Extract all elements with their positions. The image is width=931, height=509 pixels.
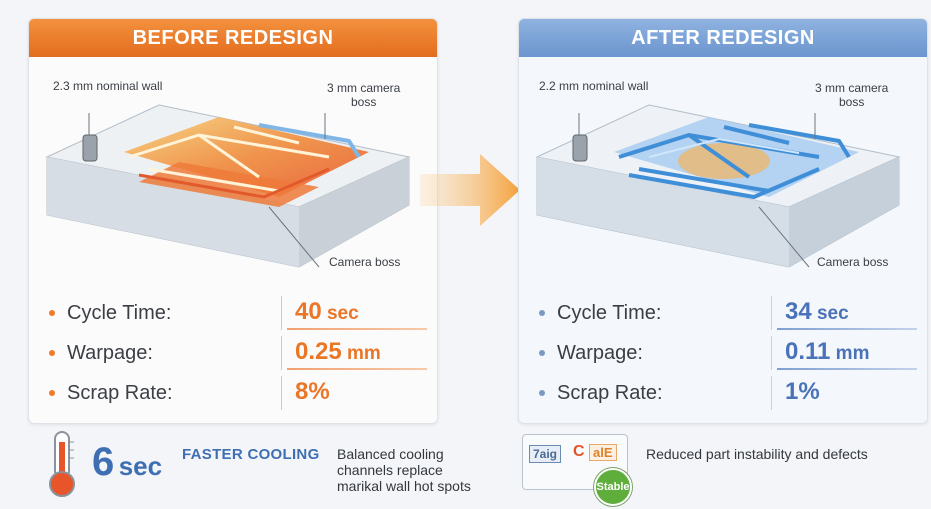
badge-right-text: alE bbox=[589, 444, 617, 461]
metric-value: 0.11 mm bbox=[785, 338, 870, 365]
bullet-icon bbox=[49, 350, 55, 356]
before-metric-cycle-time: Cycle Time: 40 sec bbox=[29, 294, 437, 334]
stability-description: Reduced part instability and defects bbox=[646, 446, 868, 462]
badge-mid-text: C bbox=[573, 443, 585, 460]
after-mold-illustration bbox=[535, 104, 901, 268]
after-wall-callout: 2.2 mm nominal wall bbox=[539, 79, 649, 93]
thermometer-icon bbox=[49, 431, 75, 497]
after-metric-scrap-rate: Scrap Rate: 1% bbox=[519, 374, 927, 414]
after-metric-warpage: Warpage: 0.11 mm bbox=[519, 334, 927, 374]
after-camera-boss-label: Camera boss bbox=[817, 255, 889, 269]
before-title: BEFORE REDESIGN bbox=[29, 19, 437, 57]
after-metric-cycle-time: Cycle Time: 34 sec bbox=[519, 294, 927, 334]
metric-label: Warpage: bbox=[67, 342, 153, 364]
bullet-icon bbox=[49, 310, 55, 316]
before-panel: BEFORE REDESIGN 2.3 mm nominal wall 3 mm… bbox=[28, 18, 438, 424]
before-camera-boss-callout: 3 mm camera boss bbox=[327, 81, 401, 109]
before-metric-warpage: Warpage: 0.25 mm bbox=[29, 334, 437, 374]
metric-label: Scrap Rate: bbox=[67, 382, 173, 404]
metric-value: 40 sec bbox=[295, 298, 359, 325]
after-panel: AFTER REDESIGN 2.2 mm nominal wall 3 mm … bbox=[518, 18, 928, 424]
before-metric-scrap-rate: Scrap Rate: 8% bbox=[29, 374, 437, 414]
metric-value: 34 sec bbox=[785, 298, 849, 325]
metric-label: Cycle Time: bbox=[67, 302, 172, 324]
cooling-number: 6 bbox=[92, 440, 115, 484]
cooling-stat: 6 sec bbox=[92, 440, 162, 485]
stable-badge-icon: Stable bbox=[594, 468, 632, 506]
metric-label: Warpage: bbox=[557, 342, 643, 364]
metric-value: 8% bbox=[295, 378, 330, 405]
bullet-icon bbox=[539, 390, 545, 396]
cooling-unit: sec bbox=[118, 451, 163, 481]
bullet-icon bbox=[539, 350, 545, 356]
cooling-description: Balanced cooling channels replace marika… bbox=[337, 446, 471, 494]
stability-badge: 7aig C alE bbox=[522, 434, 628, 490]
metric-label: Scrap Rate: bbox=[557, 382, 663, 404]
cooling-label: FASTER COOLING bbox=[182, 446, 320, 463]
arrow-right-icon bbox=[420, 154, 520, 226]
metric-value: 1% bbox=[785, 378, 820, 405]
bullet-icon bbox=[49, 390, 55, 396]
before-camera-boss-label: Camera boss bbox=[329, 255, 401, 269]
badge-left-text: 7aig bbox=[529, 445, 562, 463]
metric-label: Cycle Time: bbox=[557, 302, 662, 324]
after-title: AFTER REDESIGN bbox=[519, 19, 927, 57]
after-camera-boss-callout: 3 mm camera boss bbox=[815, 81, 889, 109]
bullet-icon bbox=[539, 310, 545, 316]
before-mold-illustration bbox=[45, 104, 411, 268]
metric-value: 0.25 mm bbox=[295, 338, 381, 365]
before-wall-callout: 2.3 mm nominal wall bbox=[53, 79, 163, 93]
